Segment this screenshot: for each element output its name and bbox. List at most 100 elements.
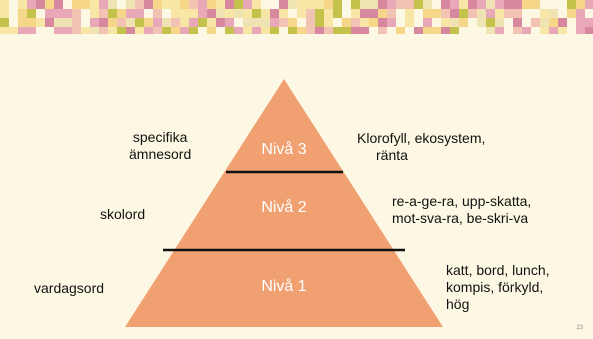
banner-tile [297, 27, 306, 34]
banner-tile [540, 18, 549, 27]
banner-tile [0, 9, 9, 18]
banner-tile [315, 9, 324, 18]
banner-tile [54, 9, 63, 18]
banner-tile [549, 0, 558, 9]
banner-tile [117, 9, 126, 18]
examples-line: mot-sva-ra, be-skri-va [392, 210, 529, 226]
banner-tile [522, 0, 531, 9]
banner-tile [63, 0, 72, 9]
examples-line: Klorofyll, ekosystem, [357, 130, 486, 146]
banner-tile [99, 27, 108, 34]
banner-tile [144, 27, 153, 34]
banner-tile [0, 27, 9, 34]
banner-tile [180, 0, 189, 9]
banner-tile [585, 9, 593, 18]
banner-tile [459, 9, 468, 18]
banner-tile [225, 27, 234, 34]
banner-tile [306, 27, 315, 34]
banner-tile [27, 9, 36, 18]
banner-tile [297, 0, 306, 9]
banner-tile [9, 0, 18, 9]
banner-tile [9, 18, 18, 27]
banner-tile [378, 0, 387, 9]
banner-tile [396, 27, 405, 34]
banner-tile [432, 18, 441, 27]
banner-tile [36, 27, 45, 34]
banner-tile [441, 9, 450, 18]
banner-tile [198, 18, 207, 27]
banner-tile [90, 18, 99, 27]
banner-tile [36, 9, 45, 18]
banner-tile [351, 18, 360, 27]
banner-tile [126, 27, 135, 34]
banner-tile [0, 0, 9, 9]
banner-tile [369, 27, 378, 34]
banner-tile [342, 18, 351, 27]
banner-tile [180, 9, 189, 18]
banner-tile [477, 9, 486, 18]
banner-tile [261, 27, 270, 34]
banner-tile [171, 9, 180, 18]
examples-line: kompis, förkyld, [446, 279, 544, 295]
banner-tile [72, 18, 81, 27]
banner-tile [81, 0, 90, 9]
banner-tile [342, 27, 351, 34]
banner-tile [261, 18, 270, 27]
banner-tile [396, 0, 405, 9]
banner-tile [108, 0, 117, 9]
banner-tile [477, 27, 486, 34]
category-line: ämnesord [129, 146, 192, 162]
banner-tile [45, 0, 54, 9]
banner-tile [360, 27, 369, 34]
banner-tile [171, 18, 180, 27]
banner-tile [288, 9, 297, 18]
banner-tile [531, 18, 540, 27]
banner-tile [414, 0, 423, 9]
banner-tile [63, 27, 72, 34]
banner-tile [45, 18, 54, 27]
banner-tile [423, 18, 432, 27]
banner-tile [450, 27, 459, 34]
banner-tile [513, 18, 522, 27]
banner-tile [576, 27, 585, 34]
banner-tile [216, 27, 225, 34]
banner-tile [513, 0, 522, 9]
banner-tile [261, 9, 270, 18]
banner-tile [207, 18, 216, 27]
banner-tile [324, 9, 333, 18]
banner-tile [585, 0, 593, 9]
banner-tile [387, 9, 396, 18]
banner-tile [360, 9, 369, 18]
banner-tile [396, 18, 405, 27]
banner-tile [468, 27, 477, 34]
banner-tile [360, 0, 369, 9]
banner-tile [531, 27, 540, 34]
banner-tile [333, 27, 342, 34]
banner-tile [477, 18, 486, 27]
banner-tile [459, 27, 468, 34]
banner-tile [549, 9, 558, 18]
banner-tile [90, 27, 99, 34]
banner-tile [126, 18, 135, 27]
banner-tile [558, 18, 567, 27]
banner-tile [378, 18, 387, 27]
banner-tile [414, 27, 423, 34]
banner-tile [288, 18, 297, 27]
banner-tile [162, 9, 171, 18]
banner-tile [279, 0, 288, 9]
banner-tile [405, 27, 414, 34]
banner-tile [54, 0, 63, 9]
banner-tile [567, 27, 576, 34]
banner-tile [207, 27, 216, 34]
banner-tile [585, 18, 593, 27]
banner-tile [0, 18, 9, 27]
level-2-label: Nivå 2 [261, 199, 307, 216]
banner-tile [153, 0, 162, 9]
banner-tile [423, 9, 432, 18]
banner-tile [252, 18, 261, 27]
banner-tile [189, 27, 198, 34]
level-1-label: Nivå 1 [261, 278, 307, 295]
banner-tile [189, 9, 198, 18]
banner-tile [279, 27, 288, 34]
